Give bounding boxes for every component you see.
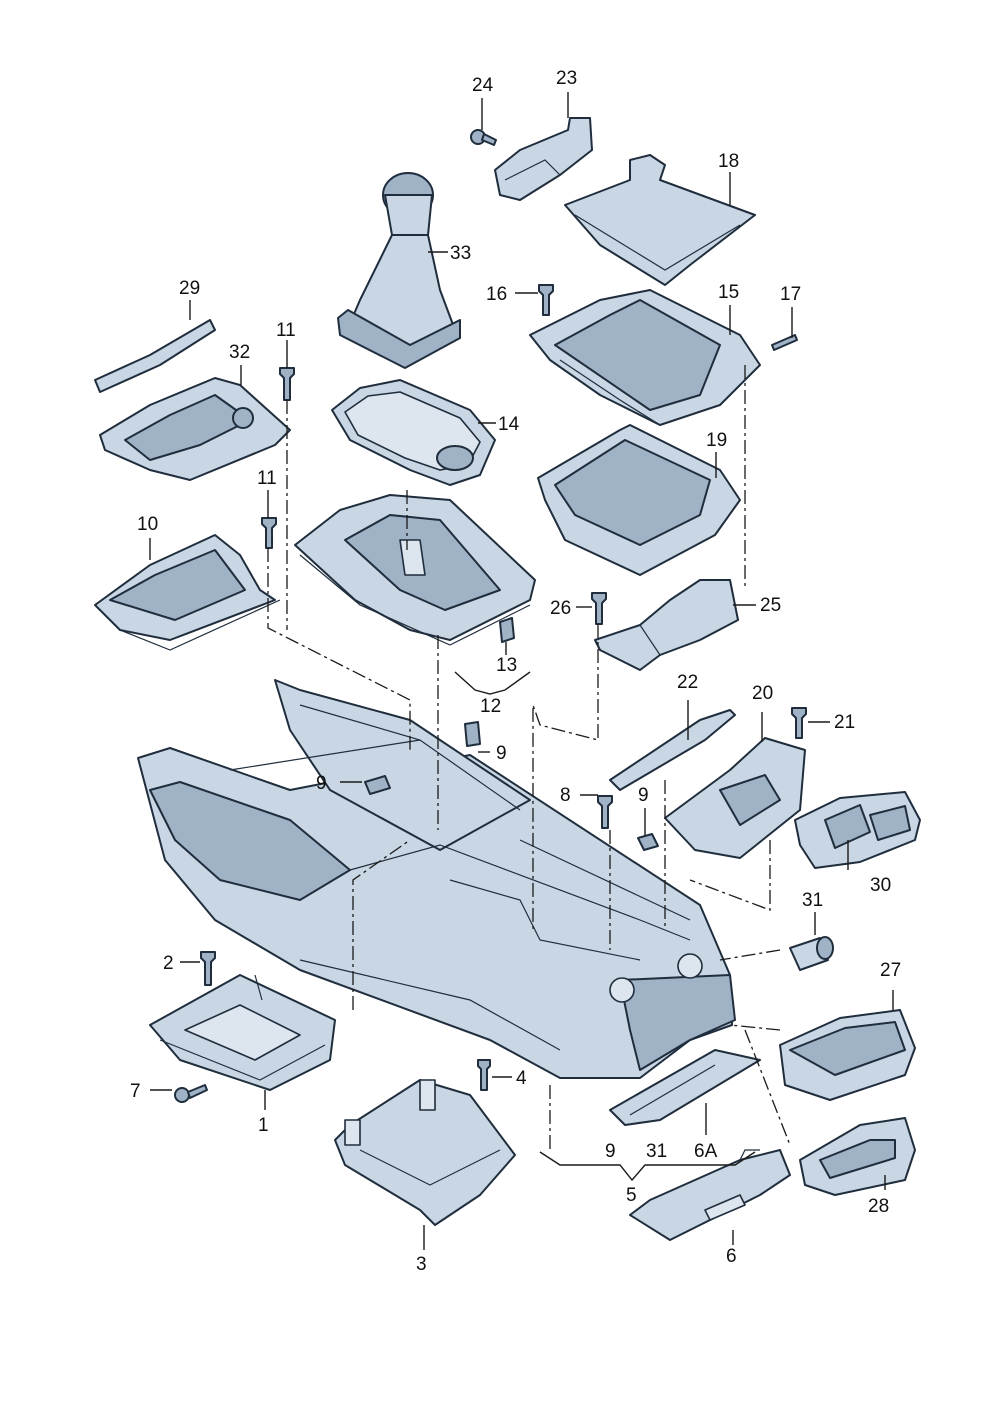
callout-11-lower: 11 [257, 468, 277, 489]
pin-part-17 [771, 334, 798, 351]
trim-frame-part-14 [331, 379, 496, 486]
socket-part-31 [789, 936, 834, 971]
callout-18: 18 [718, 151, 739, 172]
trim-strip-part-29 [94, 319, 216, 393]
clip-part-13 [499, 617, 515, 643]
callout-26: 26 [550, 598, 571, 619]
vent-housing-part-20 [664, 737, 806, 859]
callout-27: 27 [880, 960, 901, 981]
bracket-part-23 [494, 117, 593, 201]
screw-part-2 [200, 951, 216, 986]
switch-bezel-part-32 [99, 377, 291, 481]
trim-part-6 [629, 1149, 791, 1241]
rear-vent-part-30 [794, 791, 921, 869]
callout-5: 5 [626, 1185, 637, 1206]
clip-part-9 [364, 721, 659, 851]
callout-10: 10 [137, 514, 158, 535]
bracket-part-25 [594, 579, 739, 671]
callout-9-right: 9 [638, 785, 649, 806]
callout-23: 23 [556, 68, 577, 89]
gear-knob-part-33 [337, 172, 461, 369]
callout-9-bottom: 9 [605, 1141, 616, 1162]
callout-24: 24 [472, 75, 494, 96]
callout-16: 16 [486, 284, 507, 305]
callout-9-upper-right: 9 [496, 743, 507, 764]
callout-31-upper: 31 [802, 890, 823, 911]
callout-31-bottom: 31 [646, 1141, 667, 1162]
callout-30: 30 [870, 875, 891, 896]
shifter-housing-part-12 [294, 494, 536, 646]
callout-25: 25 [760, 595, 781, 616]
screw-part-26 [591, 592, 607, 625]
screw-part-7 [174, 1084, 208, 1103]
callout-8: 8 [560, 785, 571, 806]
callout-17: 17 [780, 284, 801, 305]
armrest-base-part-15 [529, 289, 761, 426]
trim-strip-part-22 [609, 709, 736, 791]
callout-6a: 6A [694, 1141, 718, 1162]
callout-1: 1 [258, 1115, 269, 1136]
callout-12: 12 [480, 696, 501, 717]
callout-20: 20 [752, 683, 773, 704]
screw-part-11-upper [279, 367, 295, 401]
screw-part-16 [538, 284, 554, 316]
storage-tray-part-10 [94, 534, 281, 651]
callout-21: 21 [834, 712, 855, 733]
callout-15: 15 [718, 282, 739, 303]
switch-panel-part-28 [799, 1117, 916, 1196]
callout-2: 2 [163, 953, 174, 974]
center-console-body [137, 679, 736, 1079]
screw-part-21 [791, 707, 807, 739]
screw-part-8 [597, 795, 613, 829]
storage-box-part-27 [779, 1009, 916, 1101]
callout-11-upper: 11 [276, 320, 296, 341]
callout-29: 29 [179, 278, 200, 299]
storage-bin-part-19 [537, 424, 741, 576]
callout-4: 4 [516, 1068, 527, 1089]
callout-19: 19 [706, 430, 727, 451]
leader-lines [149, 92, 894, 1250]
screw-part-4 [477, 1059, 491, 1091]
callout-9-left: 9 [316, 773, 327, 794]
callout-28: 28 [868, 1196, 889, 1217]
callout-33: 33 [450, 243, 471, 264]
lid-part-18 [564, 154, 756, 286]
callout-32: 32 [229, 342, 250, 363]
callout-14: 14 [498, 414, 520, 435]
trim-part-6a [609, 1049, 761, 1126]
bracket-part-3 [334, 1079, 516, 1226]
callout-3: 3 [416, 1254, 427, 1275]
screw-part-24 [470, 129, 497, 146]
callout-labels: 24 23 18 33 29 16 15 17 11 32 14 19 11 1… [130, 68, 901, 1275]
callout-6: 6 [726, 1246, 737, 1267]
screw-part-11-lower [261, 517, 277, 549]
callout-7: 7 [130, 1081, 141, 1102]
callout-22: 22 [677, 672, 698, 693]
mounting-frame-part-1 [149, 974, 336, 1091]
callout-13: 13 [496, 655, 517, 676]
